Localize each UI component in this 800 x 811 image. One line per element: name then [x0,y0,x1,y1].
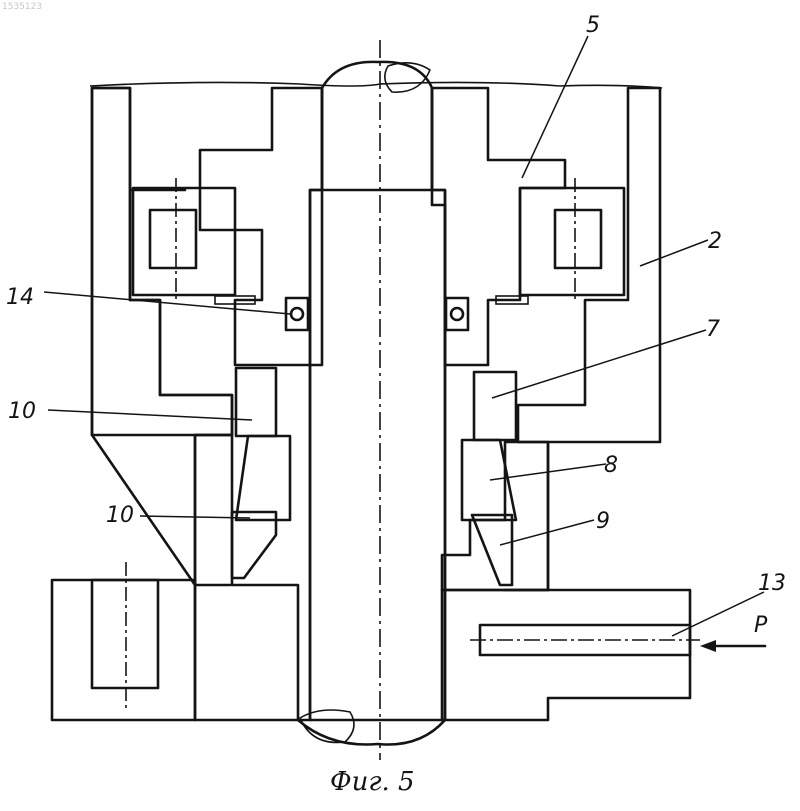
shaft-body [310,190,445,720]
bearing-right-roller [555,210,601,268]
label-p: P [754,613,768,638]
label-13: 13 [758,571,786,596]
packing-lower-left [232,512,276,578]
leader-10a [48,410,252,420]
o-ring-left [291,308,303,320]
label-8: 8 [604,453,618,478]
leader-2 [640,240,708,266]
leader-13 [672,592,764,636]
pressure-arrowhead [700,640,716,652]
label-14: 14 [6,285,34,310]
top-break-line [90,82,662,88]
label-9: 9 [596,509,610,534]
packing-upper-left [236,368,276,436]
flange-bolt-hole-left [92,580,158,688]
lower-body-left [195,435,298,720]
shaft [298,62,445,745]
o-ring-seat-right [446,298,468,330]
label-5: 5 [586,13,600,38]
figure-caption: Фиг. 5 [330,767,415,797]
leader-5 [522,36,588,178]
leader-10b [140,516,250,518]
label-7: 7 [706,317,720,342]
housing-left-body [92,88,232,435]
watermark-text: 1535123 [2,2,42,12]
shaft-break-top [385,63,430,92]
bearing-left [133,188,235,295]
sleeve-left [200,88,322,365]
cone-bushing-left [236,436,290,520]
label-10b: 10 [106,503,134,528]
label-2: 2 [708,229,722,254]
leader-7 [492,330,706,398]
flange-left [52,580,195,720]
bearing-left-roller [150,210,196,268]
bearing-right [520,188,624,295]
packing-upper-right [474,372,516,440]
packing-lower-right [472,515,512,585]
cone-bushing-right [462,440,516,520]
label-10a: 10 [8,399,36,424]
o-ring-right [451,308,463,320]
